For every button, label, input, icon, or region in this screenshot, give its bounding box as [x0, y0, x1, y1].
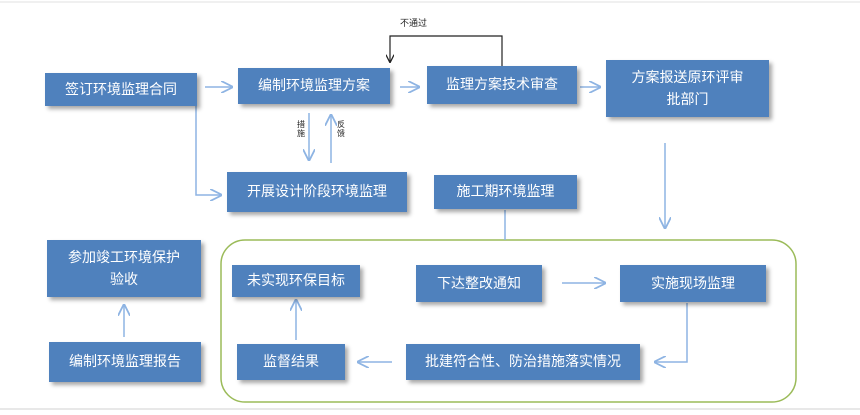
box-supervise-result-text: 监督结果: [263, 354, 319, 370]
box-check-conformity-text: 批建符合性、防治措施落实情况: [425, 354, 621, 370]
box-acceptance: 参加竣工环境保护 验收: [47, 240, 201, 297]
box-design-monitor-text: 开展设计阶段环境监理: [247, 184, 387, 200]
arrow-site-to-check: [655, 303, 688, 362]
box-site-monitor: 实施现场监理: [620, 265, 766, 302]
box-construction-monitor-text: 施工期环境监理: [456, 184, 555, 200]
box-tech-review: 监理方案技术审查: [427, 66, 577, 104]
box-unmet-goals-text: 未实现环保目标: [247, 273, 345, 289]
box-supervise-result: 监督结果: [237, 344, 345, 380]
box-compile-report-text: 编制环境监理报告: [69, 354, 181, 370]
box-submit-plan-text-1: 方案报送原环评审: [631, 69, 744, 86]
label-feedback: 反馈: [337, 120, 345, 138]
box-site-monitor-text: 实施现场监理: [651, 275, 735, 292]
box-sign-contract-text: 签订环境监理合同: [65, 81, 177, 98]
box-compile-report: 编制环境监理报告: [49, 342, 201, 382]
box-design-monitor: 开展设计阶段环境监理: [227, 172, 407, 212]
arrow-contract-to-design: [195, 103, 221, 195]
construction-phase-frame: [220, 239, 797, 403]
box-compile-plan: 编制环境监理方案: [238, 68, 390, 104]
box-check-conformity: 批建符合性、防治措施落实情况: [406, 344, 640, 380]
box-unmet-goals: 未实现环保目标: [232, 265, 360, 297]
label-measures: 措施: [297, 120, 305, 138]
box-acceptance-text-2: 验收: [110, 271, 138, 288]
box-tech-review-text: 监理方案技术审查: [446, 77, 558, 93]
box-submit-plan: 方案报送原环评审 批部门: [606, 60, 769, 117]
box-construction-monitor: 施工期环境监理: [434, 175, 577, 209]
flow-arrows: [124, 87, 688, 362]
not-pass-loop-line: [390, 35, 503, 66]
label-not-pass: 不通过: [400, 19, 428, 29]
box-rectify-notice: 下达整改通知: [416, 265, 542, 302]
box-submit-plan-text-2: 批部门: [666, 91, 709, 108]
box-compile-plan-text: 编制环境监理方案: [258, 78, 370, 94]
box-acceptance-text-1: 参加竣工环境保护: [68, 249, 180, 266]
box-rectify-notice-text: 下达整改通知: [437, 275, 521, 292]
box-sign-contract: 签订环境监理合同: [45, 73, 197, 106]
